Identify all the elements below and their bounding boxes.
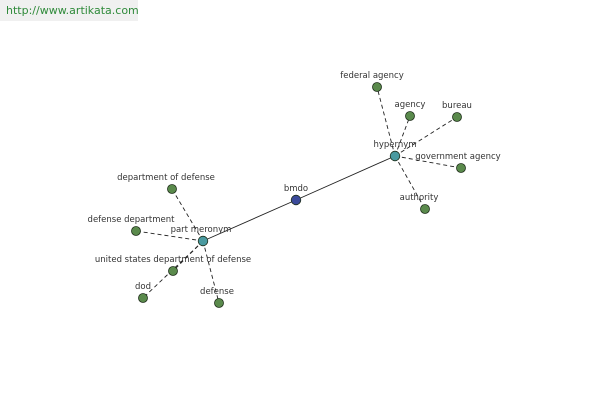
node-agency[interactable]: agency (395, 100, 426, 121)
node-circle[interactable] (405, 111, 415, 121)
node-circle[interactable] (167, 184, 177, 194)
edge-part_meronym-defense_department (135, 230, 204, 242)
node-label: bureau (442, 101, 472, 111)
node-label: hypernym (373, 140, 416, 150)
watermark-url: http://www.artikata.com (0, 0, 139, 21)
node-circle[interactable] (131, 226, 141, 236)
node-defense-department[interactable]: defense department (88, 215, 176, 236)
edge-hypernym-agency (394, 115, 411, 157)
node-circle[interactable] (138, 293, 148, 303)
node-dod[interactable]: dod (135, 282, 151, 303)
node-circle[interactable] (372, 82, 382, 92)
nodes-layer: bmdo hypernym part meronym federal agency ag… (88, 71, 501, 308)
node-circle[interactable] (456, 163, 466, 173)
node-department-of-defense[interactable]: department of defense (117, 173, 215, 194)
edge-hypernym-bureau (394, 116, 458, 157)
node-bureau[interactable]: bureau (442, 101, 472, 122)
node-label: authority (400, 193, 439, 203)
node-label: part meronym (171, 225, 232, 235)
node-circle[interactable] (452, 112, 462, 122)
node-united-states-department-of-defense[interactable]: united states department of defense (95, 255, 251, 276)
node-label: federal agency (340, 71, 404, 81)
node-label: dod (135, 282, 151, 292)
node-government-agency[interactable]: government agency (415, 152, 501, 173)
edge-part_meronym-department_of_defense (171, 188, 204, 242)
node-label: bmdo (284, 184, 308, 194)
edge-hypernym-federal_agency (376, 86, 396, 157)
node-authority[interactable]: authority (400, 193, 439, 214)
node-part-meronym[interactable]: part meronym (171, 225, 232, 247)
node-label: defense department (88, 215, 176, 225)
edge-part_meronym-defense (202, 240, 220, 304)
node-circle[interactable] (197, 235, 209, 247)
node-label: united states department of defense (95, 255, 251, 265)
edge-bmdo-part_meronym (202, 199, 297, 242)
node-label: defense (200, 287, 234, 297)
node-circle[interactable] (389, 150, 401, 162)
node-circle[interactable] (420, 204, 430, 214)
node-bmdo[interactable]: bmdo (284, 184, 308, 206)
node-circle[interactable] (214, 298, 224, 308)
node-defense[interactable]: defense (200, 287, 234, 308)
node-circle[interactable] (168, 266, 178, 276)
node-circle[interactable] (290, 194, 302, 206)
node-label: department of defense (117, 173, 215, 183)
edge-bmdo-hypernym (295, 155, 396, 201)
edges-layer (135, 86, 462, 304)
node-hypernym[interactable]: hypernym (373, 140, 417, 162)
node-federal-agency[interactable]: federal agency (340, 71, 404, 92)
edge-hypernym-authority (394, 155, 426, 210)
node-label: government agency (415, 152, 500, 162)
node-label: agency (395, 100, 426, 110)
